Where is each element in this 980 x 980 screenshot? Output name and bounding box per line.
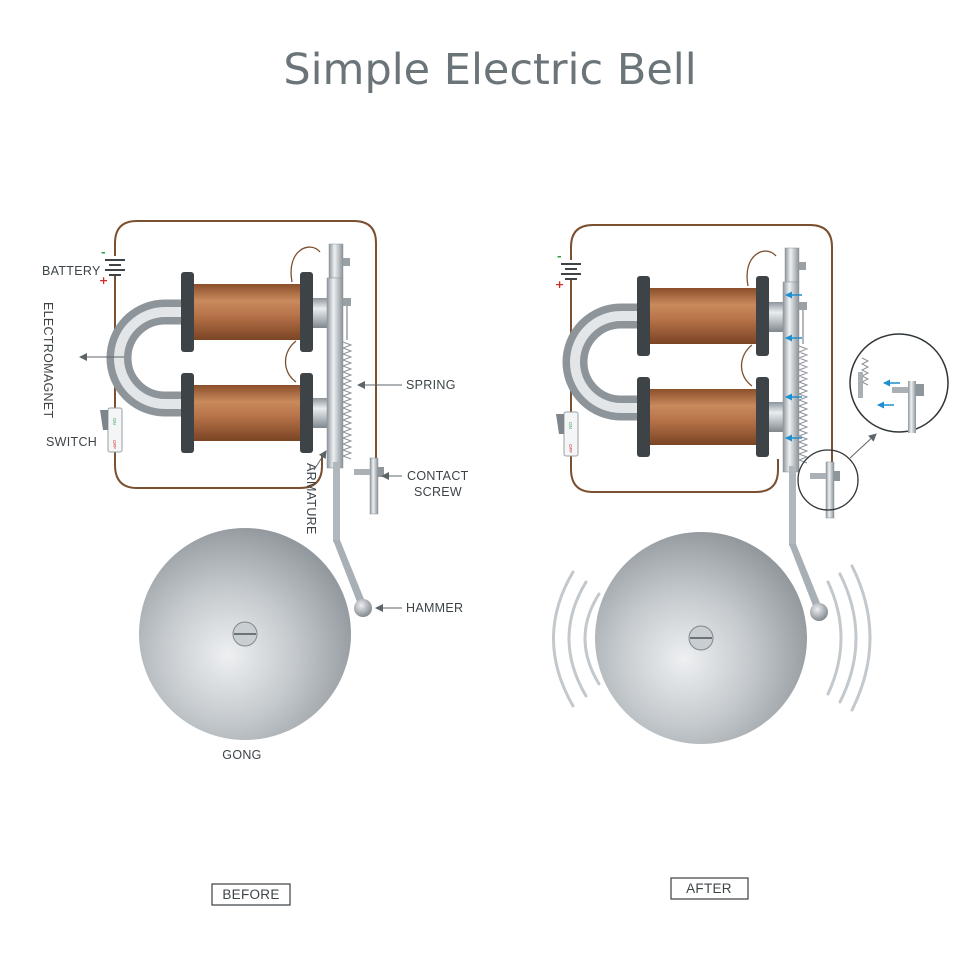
hammer-label: HAMMER xyxy=(406,601,463,615)
bell-after xyxy=(554,225,872,744)
switch-label: SWITCH xyxy=(46,435,97,449)
armature-pointer xyxy=(313,450,327,471)
page-title: Simple Electric Bell xyxy=(283,45,696,95)
after-caption: AFTER xyxy=(686,881,732,896)
contact-screw-label-line2: SCREW xyxy=(414,485,462,499)
before-caption-box: BEFORE xyxy=(211,883,291,906)
contact-screw-label-line1: CONTACT xyxy=(407,469,469,483)
battery-label: BATTERY xyxy=(42,264,101,278)
electromagnet-label: ELECTROMAGNET xyxy=(41,302,55,418)
armature-label: ARMATURE xyxy=(304,463,318,535)
gong-label: GONG xyxy=(222,748,261,762)
after-caption-box: AFTER xyxy=(670,877,749,900)
before-caption: BEFORE xyxy=(222,887,279,902)
bell-before xyxy=(99,221,384,740)
contact-detail-zoom xyxy=(797,333,949,511)
spring-label: SPRING xyxy=(406,378,456,392)
